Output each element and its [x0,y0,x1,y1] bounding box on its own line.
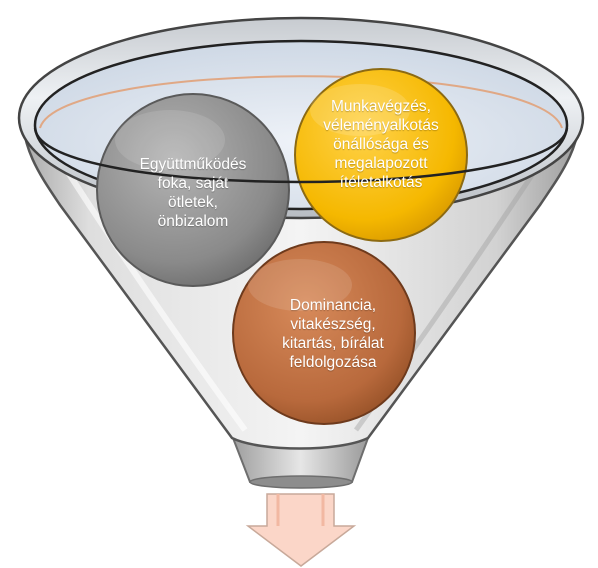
circle-gold-label: Munkavégzés, véleményalkotás önállósága … [323,98,439,191]
funnel-rim-accent [39,75,563,129]
down-arrow-stripe [276,494,325,526]
circle-gold [294,68,468,242]
circle-gray [96,93,290,287]
circle-brown-label: Dominancia, vitakészség, kitartás, bírál… [282,297,384,371]
circle-gray-label: Együttműködés foka, saját ötletek, önbiz… [139,156,247,230]
spout-opening [249,475,353,489]
funnel-inner-shade-left [57,158,248,432]
circle-brown [232,241,416,425]
down-arrow-icon [245,493,357,567]
funnel-rim-front-edge [33,127,569,184]
